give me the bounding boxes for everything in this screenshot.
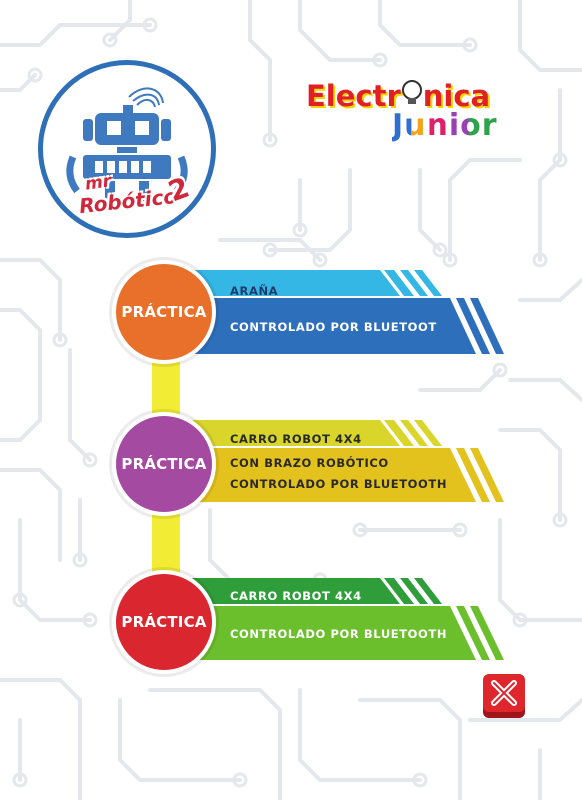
practice-2-subtitle: CON BRAZO ROBÓTICO — [230, 456, 389, 470]
practice-3-badge[interactable]: PRÁCTICA — [112, 570, 216, 674]
practice-2-banner — [150, 420, 504, 502]
robot-icon — [66, 87, 188, 201]
lightbulb-icon — [401, 74, 423, 104]
brand-word-junior: Junior — [392, 108, 498, 143]
practice-3-badge-label: PRÁCTICA — [121, 613, 207, 631]
practice-1-badge[interactable]: PRÁCTICA — [112, 260, 216, 364]
practice-2-badge[interactable]: PRÁCTICA — [112, 412, 216, 516]
practice-1-banner — [150, 270, 504, 354]
practice-1-badge-label: PRÁCTICA — [121, 303, 207, 321]
practice-2-title: CARRO ROBOT 4X4 — [230, 432, 362, 446]
brand-word-electr: Electr — [306, 79, 401, 113]
close-button[interactable] — [482, 674, 526, 718]
practice-2-detail: CONTROLADO POR BLUETOOTH — [230, 477, 448, 491]
practice-3-banner — [150, 578, 504, 660]
close-x-icon — [483, 674, 525, 718]
brand-word-nica: nica — [422, 79, 491, 113]
practice-1-subtitle: CONTROLADO POR BLUETOOT — [230, 320, 437, 334]
electronica-junior-logo: Electr nica Junior — [300, 70, 530, 150]
practice-3-subtitle: CONTROLADO POR BLUETOOTH — [230, 627, 448, 641]
mr-robotico-logo: mr Robótico 2 — [38, 60, 216, 238]
practice-3-title: CARRO ROBOT 4X4 — [230, 589, 362, 603]
practice-1-title: ARAÑA — [230, 284, 279, 298]
practice-2-badge-label: PRÁCTICA — [121, 455, 207, 473]
